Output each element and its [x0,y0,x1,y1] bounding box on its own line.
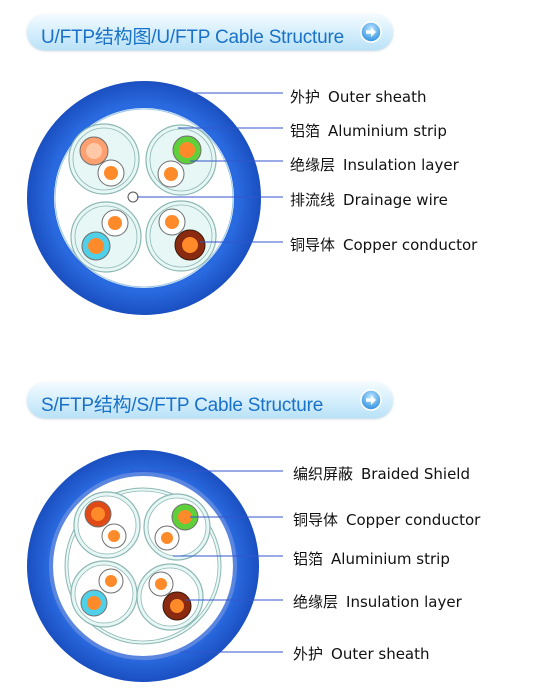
leader-lines [137,92,283,243]
arrow-right-icon[interactable] [360,21,382,43]
copper-conductor [164,167,178,181]
twisted-pair [145,200,217,272]
twisted-pair [143,493,211,561]
section-title: S/FTP结构/S/FTP Cable Structure [41,395,324,416]
leader-lines [130,470,283,653]
arrow-right-icon[interactable] [360,389,382,411]
copper-conductor [178,510,192,524]
twisted-pair [145,124,217,196]
copper-conductor [161,532,173,544]
sftp-cable [27,450,283,682]
copper-conductor [87,596,101,610]
drainage-wire [127,191,139,203]
copper-conductor [104,166,118,180]
section-title: U/FTP结构图/U/FTP Cable Structure [41,27,344,48]
twisted-pair [70,201,142,273]
copper-conductor [86,143,102,159]
section-banner-uftp: U/FTP结构图/U/FTP Cable Structure [27,14,393,50]
section-banner-sftp: S/FTP结构/S/FTP Cable Structure [27,382,393,418]
twisted-pair [136,563,204,631]
copper-conductor [155,578,167,590]
twisted-pair [70,560,138,628]
uftp-cable [27,81,283,315]
copper-conductor [170,599,184,613]
copper-conductor [108,216,122,230]
copper-conductor [108,530,120,542]
copper-conductor [105,575,117,587]
copper-conductor [179,142,195,158]
copper-conductor [182,237,198,253]
copper-conductor [91,507,105,521]
copper-conductor [88,238,104,254]
twisted-pair [68,123,140,195]
copper-conductor [165,215,179,229]
twisted-pair [73,491,141,559]
